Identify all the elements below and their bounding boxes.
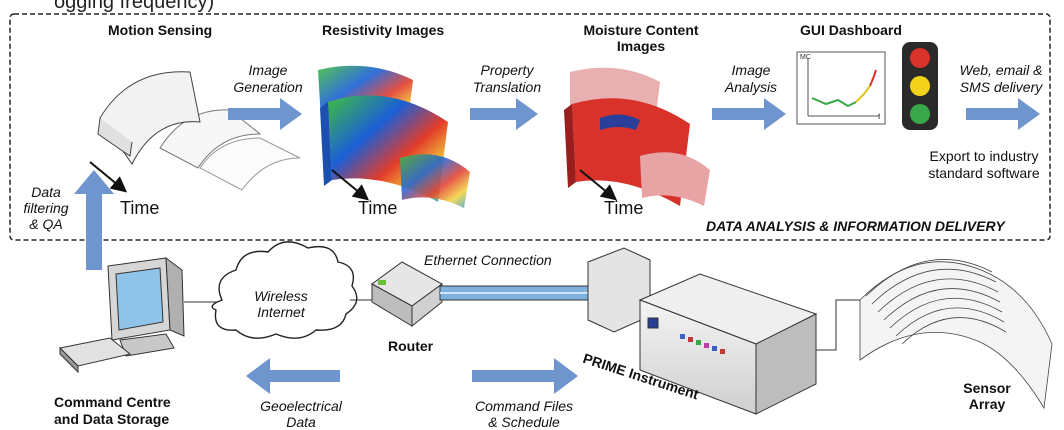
arrow-label-delivery-1: Web, email & [959,62,1043,78]
command-centre-label-1: Command Centre [54,394,171,410]
left-label-filtering: filtering [23,200,69,216]
time-label-moisture: Time [604,198,644,218]
prime-instrument-device [587,247,818,415]
ethernet-label: Ethernet Connection [424,252,552,268]
stage-moisture-line2: Images [616,38,666,54]
geoelectrical-label-2: Data [286,414,316,430]
router-device [371,261,443,328]
left-label-qa: & QA [29,216,63,232]
flow-arrows-top [228,98,1040,130]
wireless-cloud [211,241,358,339]
sensor-array [859,259,1053,410]
sensor-label-1: Sensor [963,380,1011,396]
chart-axis-x-label: t [878,112,881,121]
arrow-label-property-translation-2: Translation [472,79,542,95]
export-text-1: Export to industry [929,148,1039,164]
wireless-label-2: Internet [257,304,305,320]
stage-moisture-line1: Moisture Content [583,22,699,38]
motion-time-arrow [89,161,128,193]
export-text-2: standard software [928,165,1040,181]
computer-workstation [58,256,185,374]
command-files-label-1: Command Files [474,398,574,414]
top-cut-text: ogging frequency) [54,0,215,13]
moisture-images [564,67,710,206]
arrow-label-image-generation-2: Generation [233,79,303,95]
arrow-label-image-generation-1: Image [248,62,288,78]
moisture-time-arrow [579,169,618,201]
analysis-panel-border [9,13,1051,241]
wireless-label-1: Wireless [254,288,308,304]
sensor-label-2: Array [968,396,1006,412]
ethernet-cable [439,285,589,301]
geoelectrical-label-1: Geoelectrical [260,398,342,414]
arrow-label-property-translation-1: Property [480,62,534,78]
data-filtering-arrow [74,170,114,270]
resistivity-images [318,65,470,208]
time-label-motion: Time [120,198,160,218]
router-label: Router [388,338,434,354]
arrow-label-image-analysis-1: Image [731,62,771,78]
stage-gui-dashboard: GUI Dashboard [800,22,902,38]
flow-arrows-bottom [246,358,578,394]
left-label-data: Data [31,184,61,200]
command-centre-label-2: and Data Storage [54,411,170,427]
command-files-label-2: & Schedule [488,414,560,430]
panel-title: DATA ANALYSIS & INFORMATION DELIVERY [706,218,1005,234]
arrow-label-delivery-2: SMS delivery [959,79,1043,95]
chart-axis-y-label: MC [800,54,811,61]
traffic-light [902,42,938,130]
time-label-resistivity: Time [358,198,398,218]
stage-resistivity-images: Resistivity Images [322,22,445,38]
resistivity-time-arrow [331,169,370,201]
arrow-label-image-analysis-2: Analysis [724,79,778,95]
gui-chart [796,51,886,125]
stage-motion-sensing: Motion Sensing [108,22,213,38]
motion-sensing-sheets [97,71,301,191]
instrument-sensor-cable [816,299,860,351]
